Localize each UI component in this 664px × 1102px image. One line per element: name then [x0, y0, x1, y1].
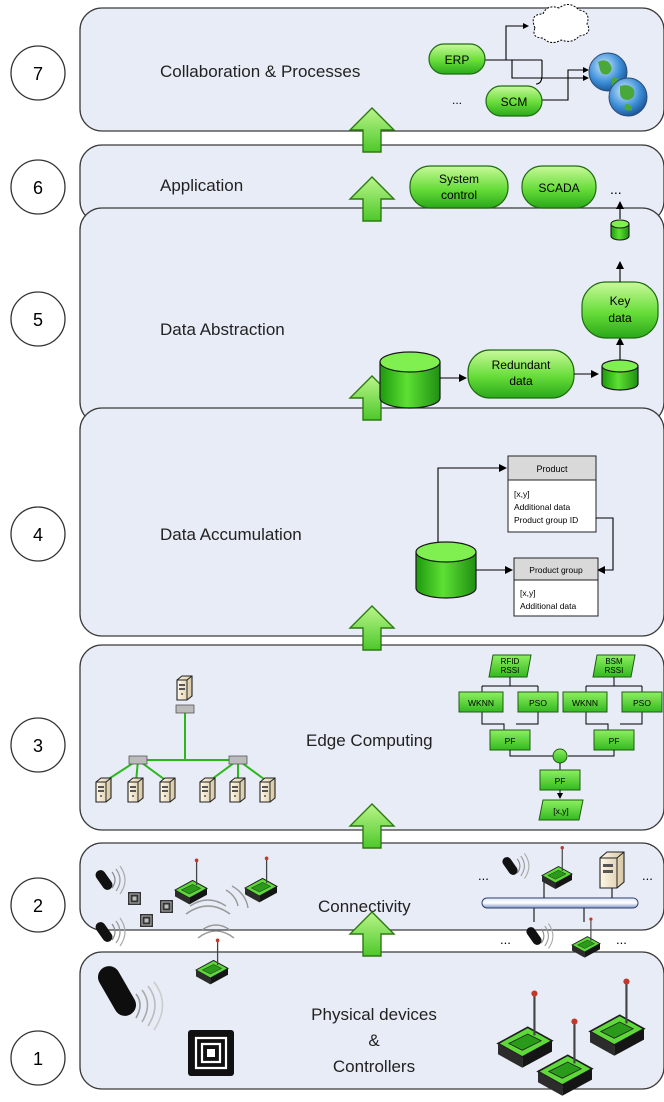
pso-left-label: PSO — [529, 698, 547, 708]
network-bus — [481, 897, 639, 909]
database-icon — [601, 359, 639, 391]
layer-3-number: 3 — [33, 736, 43, 756]
edge-algorithm-flow: RFID RSSI BSM RSSI WKNN PSO WKNN PSO PF … — [458, 654, 663, 821]
pf-left-label: PF — [505, 736, 516, 746]
layer-6-title: Application — [160, 176, 243, 195]
layer-1-number: 1 — [33, 1049, 43, 1069]
connectivity-ellipsis: ... — [642, 868, 653, 883]
edge-network-graphic — [95, 675, 276, 803]
layer-4-title: Data Accumulation — [160, 525, 302, 544]
server-icon — [199, 777, 216, 803]
system-control-node — [409, 165, 509, 209]
server-icon — [127, 777, 144, 803]
product-group-table: Product group [x,y] Additional data — [513, 557, 599, 617]
erp-node — [428, 43, 486, 75]
connectivity-ellipsis: ... — [500, 932, 511, 947]
rfid-tag-icon — [188, 1030, 234, 1076]
scm-node — [485, 85, 543, 117]
product-table-title: Product — [536, 464, 568, 474]
product-field-1: [x,y] — [514, 489, 530, 499]
cloud-icon — [532, 4, 590, 44]
layer-2-title: Connectivity — [318, 897, 411, 916]
erp-label: ERP — [445, 53, 470, 67]
pf-right-label: PF — [609, 736, 620, 746]
layer-2-number: 2 — [33, 896, 43, 916]
application-ellipsis: ... — [610, 181, 622, 197]
wknn-right-label: WKNN — [572, 698, 598, 708]
layer-7-number: 7 — [33, 64, 43, 84]
database-icon — [379, 351, 441, 409]
layer-5-number: 5 — [33, 310, 43, 330]
layer-4-number: 4 — [33, 525, 43, 545]
server-icon — [229, 777, 246, 803]
pf-merged-label: PF — [555, 776, 566, 786]
bsm-rssi-label: RSSI — [605, 666, 624, 675]
layer-5-title: Data Abstraction — [160, 320, 285, 339]
server-icon — [259, 777, 276, 803]
rfid-tag-icon — [139, 913, 154, 928]
key-data-node — [581, 281, 659, 339]
scm-label: SCM — [501, 95, 528, 109]
wknn-left-label: WKNN — [468, 698, 494, 708]
redundant-data-label-2: data — [509, 374, 533, 388]
radio-wave-icon — [185, 885, 249, 939]
key-data-label-1: Key — [610, 294, 631, 308]
redundant-data-label-1: Redundant — [492, 358, 551, 372]
layer-1-title-line-1: Physical devices — [311, 1005, 437, 1024]
globe-icon — [608, 77, 648, 117]
connectivity-ellipsis: ... — [616, 932, 627, 947]
server-icon — [159, 777, 176, 803]
application-graphic: System control SCADA ... — [409, 165, 622, 209]
collaboration-ellipsis: ... — [452, 93, 462, 107]
product-group-field-1: [x,y] — [520, 588, 536, 598]
collaboration-graphic: ERP SCM ... — [428, 4, 648, 117]
layer-1-title-line-2: & — [368, 1031, 380, 1050]
server-icon — [599, 851, 625, 889]
product-group-field-2: Additional data — [520, 601, 577, 611]
product-field-3: Product group ID — [514, 515, 578, 525]
connectivity-ellipsis: ... — [478, 868, 489, 883]
server-icon — [95, 777, 112, 803]
product-table: Product [x,y] Additional data Product gr… — [507, 455, 597, 533]
pso-right-label: PSO — [633, 698, 651, 708]
system-control-label-1: System — [439, 172, 479, 186]
layer-6-number: 6 — [33, 178, 43, 198]
product-field-2: Additional data — [514, 502, 571, 512]
switch-icon — [175, 704, 195, 714]
bsm-label: BSM — [605, 657, 623, 666]
server-icon — [176, 675, 193, 701]
layer-1-title-line-3: Controllers — [333, 1057, 415, 1076]
layer-7-title: Collaboration & Processes — [160, 62, 360, 81]
product-group-title: Product group — [529, 565, 583, 575]
switch-icon — [228, 755, 248, 765]
connectivity-bus-graphic: ... ... ... ... — [478, 845, 653, 959]
rfid-tag-icon — [159, 899, 174, 914]
database-icon — [610, 219, 630, 241]
accumulation-graphic: Product [x,y] Additional data Product gr… — [415, 455, 614, 617]
xy-output-label: [x,y] — [553, 806, 569, 816]
key-data-label-2: data — [608, 311, 632, 325]
layer-3-title: Edge Computing — [306, 731, 433, 750]
scada-label: SCADA — [538, 181, 579, 195]
physical-devices-graphic — [98, 966, 646, 1097]
rfid-tag-icon — [127, 891, 142, 906]
abstraction-graphic: Redundant data Key data — [379, 201, 659, 409]
database-icon — [415, 541, 477, 599]
layer-number-circles: 7 6 5 4 3 2 1 — [10, 45, 66, 1086]
rfid-rssi-label: RSSI — [501, 666, 520, 675]
connectivity-left-graphic — [92, 855, 278, 986]
scada-node — [521, 165, 597, 209]
rfid-reader-icon — [98, 966, 164, 1031]
rfid-label: RFID — [501, 657, 520, 666]
system-control-label-2: control — [441, 188, 477, 202]
switch-icon — [128, 755, 148, 765]
